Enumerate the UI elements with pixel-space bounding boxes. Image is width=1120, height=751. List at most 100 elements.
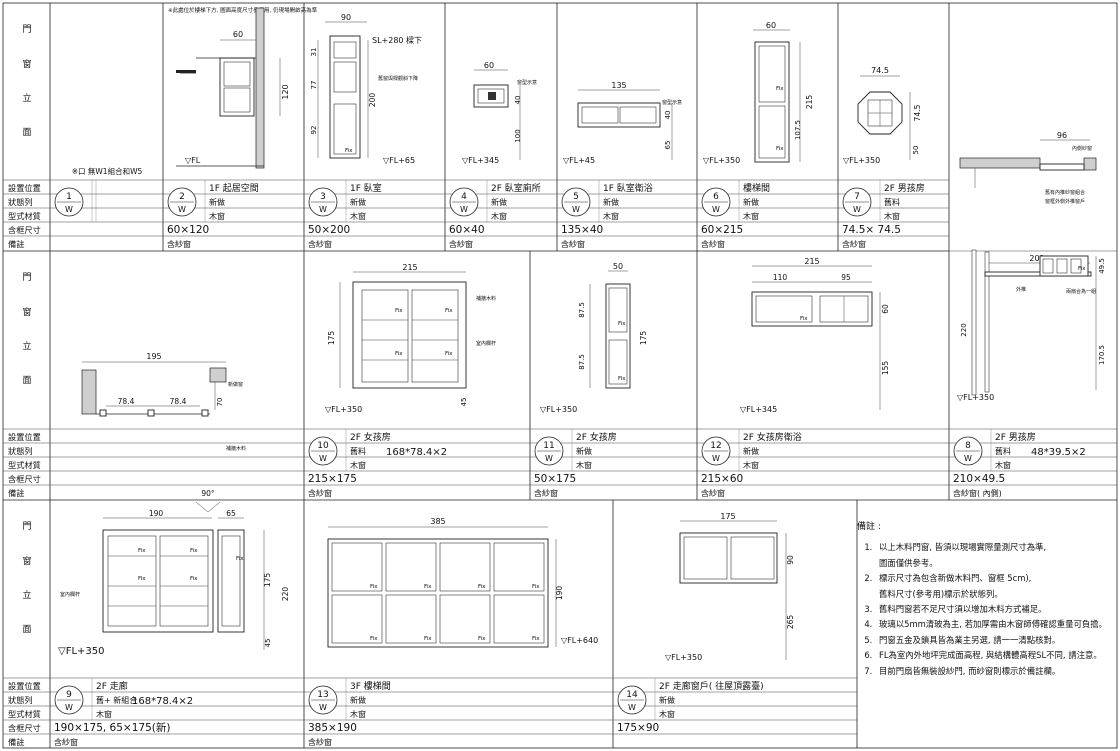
window-remark: 含紗窗 [308, 239, 332, 249]
w13-level: ▽FL+640 [561, 636, 598, 645]
window-status: 舊料 [995, 446, 1011, 456]
w8-section: 96 內側紗窗 舊有內推紗窗組合 窗框外側外推窗戶 [959, 131, 1097, 205]
window-status: 新做 [209, 197, 225, 207]
window-status: 新做 [659, 695, 675, 705]
band-labels-row1: 門 窗 立 面 [22, 24, 31, 138]
svg-text:40: 40 [664, 111, 672, 120]
window-size: 50×175 [534, 473, 576, 485]
window-status: 新做 [350, 197, 366, 207]
svg-text:87.5: 87.5 [578, 302, 586, 318]
fix-label: Fix [236, 556, 244, 562]
fix-label: Fix [190, 548, 198, 554]
note-line: 目前門扇皆無裝設紗門, 而紗窗則標示於備註欄。 [879, 665, 1061, 676]
window-location: 1F 臥室 [350, 182, 382, 194]
note-item: 目前門扇皆無裝設紗門, 而紗窗則標示於備註欄。 [875, 664, 1115, 679]
svg-text:87.5: 87.5 [578, 354, 586, 370]
w11-drawing: 50 87.5 87.5 175 ▽FL+350 [540, 262, 648, 414]
window-old-size: 48*39.5×2 [1031, 447, 1086, 458]
fix-label: Fix [532, 584, 540, 590]
window-tag-type: W [65, 205, 73, 214]
note-item: 標示尺寸為包含新做木料門、窗框 5cm), 舊料尺寸(參考用)標示於狀態列。 [875, 571, 1115, 602]
window-location: 樓梯間 [743, 182, 770, 194]
window-tag-number: 11 [543, 441, 554, 451]
window-tag-number: 5 [573, 192, 579, 202]
window-tag-type: W [319, 454, 327, 463]
window-type: 木窗 [659, 709, 675, 719]
svg-text:室內欄杆: 室內欄杆 [60, 591, 80, 598]
svg-text:96: 96 [1057, 131, 1067, 140]
svg-text:265: 265 [786, 615, 795, 630]
window-tag-type: W [572, 205, 580, 214]
fix-label: Fix [532, 636, 540, 642]
svg-text:49.5: 49.5 [1098, 258, 1106, 274]
window-location: 1F 起居空間 [209, 182, 259, 194]
window-tag-number: 1 [66, 192, 72, 202]
window-size: 215×175 [308, 473, 357, 485]
window-size: 190×175, 65×175(新) [54, 721, 170, 734]
window-tag-type: W [460, 205, 468, 214]
window-remark: 含紗窗 [308, 488, 332, 498]
window-remark: 含紗窗 [701, 488, 725, 498]
note-line: 標示尺寸為包含新做木料門、窗框 5cm), [879, 573, 1032, 584]
w8-drawing: 201 外推 兩扇合為一組 49.5 170.5 220 ▽FL+350 [957, 249, 1106, 402]
window-size: 50×200 [308, 224, 350, 236]
label-elevation-2: 面 [22, 624, 31, 635]
w3-dim-width: 90 [341, 13, 351, 22]
window-tag-type: W [712, 205, 720, 214]
svg-text:60: 60 [881, 304, 890, 314]
svg-text:補牆木料: 補牆木料 [476, 295, 496, 302]
svg-text:窗型示意: 窗型示意 [662, 99, 682, 106]
window-status: 新做 [603, 197, 619, 207]
svg-text:190: 190 [555, 586, 564, 601]
window-tag-type: W [178, 205, 186, 214]
fix-label: Fix [370, 584, 378, 590]
w14-level: ▽FL+350 [665, 653, 702, 662]
svg-text:74.5: 74.5 [913, 104, 922, 121]
svg-text:窗框外側外推窗戶: 窗框外側外推窗戶 [1045, 198, 1085, 205]
note-line: 以上木料門窗, 皆須以現場實際量測尺寸為準, [879, 542, 1047, 553]
svg-text:170.5: 170.5 [1098, 345, 1106, 365]
note-line: 玻璃以5mm清玻為主, 若加厚需由木窗師傅確認重量可負擔。 [879, 619, 1107, 630]
svg-text:70: 70 [216, 398, 224, 407]
window-tag-type: W [319, 205, 327, 214]
svg-text:補牆木料: 補牆木料 [226, 445, 246, 452]
window-remark: 含紗窗 [561, 239, 585, 249]
fix-label: Fix [776, 146, 784, 152]
row-label-location: 設置位置 [8, 183, 41, 193]
row-label-size: 含框尺寸 [8, 225, 41, 235]
window-status: 舊料 [884, 197, 900, 207]
window-type: 木窗 [743, 460, 759, 470]
window-type: 木窗 [350, 460, 366, 470]
svg-text:78.4: 78.4 [170, 397, 187, 406]
fix-label: Fix [445, 308, 453, 314]
window-type: 木窗 [209, 211, 225, 221]
window-type: 木窗 [350, 211, 366, 221]
window-size: 60×215 [701, 224, 743, 236]
window-status: 新做 [743, 446, 759, 456]
fix-label: Fix [445, 351, 453, 357]
schedule-cell-w1: 1W [54, 180, 93, 222]
notes-list: 以上木料門窗, 皆須以現場實際量測尺寸為準,圖面僅供參考。標示尺寸為包含新做木料… [857, 540, 1115, 679]
svg-text:215: 215 [402, 263, 417, 272]
svg-text:175: 175 [327, 331, 336, 346]
svg-text:40: 40 [514, 96, 522, 105]
w12-level: ▽FL+345 [740, 405, 777, 414]
window-tag-number: 10 [317, 441, 329, 451]
w2-dim-height: 120 [281, 84, 290, 99]
svg-text:175: 175 [263, 573, 272, 588]
svg-text:50: 50 [912, 146, 920, 155]
window-tag-number: 3 [320, 192, 326, 202]
note-line: 舊料尺寸(參考用)標示於狀態列。 [879, 588, 1003, 599]
window-location: 1F 臥室衛浴 [603, 182, 653, 194]
window-type: 木窗 [884, 211, 900, 221]
svg-text:155: 155 [881, 361, 890, 376]
window-remark: 含紗窗 [534, 488, 558, 498]
window-type: 木窗 [350, 709, 366, 719]
